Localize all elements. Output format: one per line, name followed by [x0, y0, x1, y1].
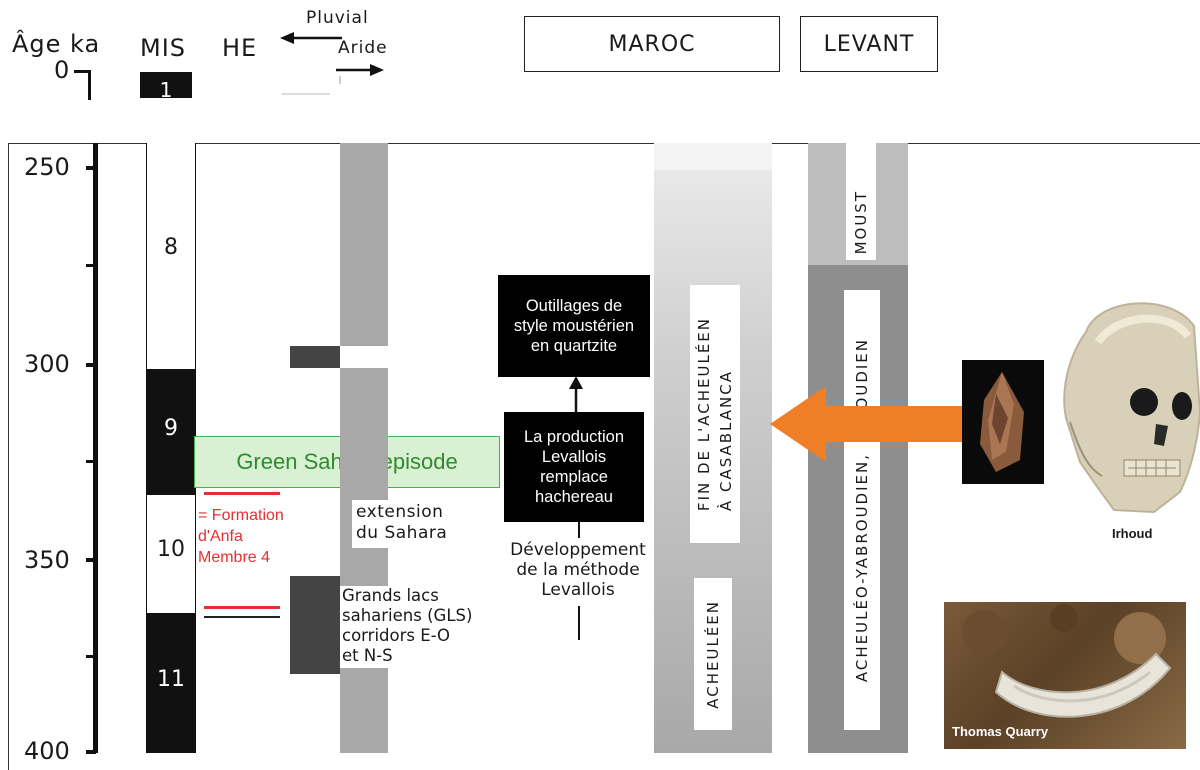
moust-panel: MOUST — [846, 143, 876, 260]
anfa-formation-line2: d'Anfa — [198, 528, 243, 545]
mis-stage-10-label: 10 — [157, 537, 185, 562]
arrow-right-icon — [336, 64, 384, 76]
mis-stage-9-label: 9 — [164, 416, 178, 441]
casablanca-label: À CASABLANCA — [717, 369, 735, 512]
anfa-top-marker — [204, 492, 280, 495]
levant-header-box: LEVANT — [800, 16, 938, 72]
fin-acheuleen-panel: FIN DE L'ACHEULÉEN À CASABLANCA — [690, 285, 740, 543]
mis-header: MIS — [140, 34, 187, 62]
grands-lacs-line3: corridors E-O — [342, 626, 451, 645]
outillages-mousteriens-box: Outillages de style moustérien en quartz… — [498, 275, 650, 377]
flint-point-icon — [980, 372, 1024, 472]
anfa-bottom-marker — [204, 606, 280, 609]
developpement-line2: de la méthode — [516, 560, 640, 580]
levallois-production-box: La production Levallois remplace hachere… — [504, 412, 644, 522]
acheuleo-yabroudien-label: ACHEULÉO-YABROUDIEN, — [853, 452, 871, 682]
levallois-line1: La production — [524, 428, 624, 446]
axis-top-stub — [88, 70, 91, 100]
outillages-line3: en quartzite — [530, 337, 618, 355]
maroc-bar-top-band — [654, 143, 772, 170]
axis-label-400: 400 — [24, 737, 70, 765]
mis-stage-8-bar — [146, 143, 196, 369]
axis-label-350: 350 — [24, 546, 70, 574]
header-rule — [282, 93, 330, 95]
arrow-left-icon — [280, 32, 342, 44]
arrow-left-icon — [770, 386, 976, 462]
acheuleo-yabroudien-panel: ACHEULÉO-YABROUDIEN, AMOUDIEN — [844, 290, 880, 730]
age-zero-label: 0 — [54, 56, 71, 84]
axis-tick-350 — [86, 558, 96, 562]
climate-pluvial-block-gls — [290, 576, 340, 674]
axis-minor-tick — [86, 264, 96, 267]
grands-lacs-line1: Grands lacs — [342, 586, 439, 605]
skull-eye-socket — [1130, 388, 1158, 416]
axis-tick-400 — [86, 750, 96, 754]
axis-minor-tick — [86, 460, 96, 463]
axis-label-250: 250 — [24, 153, 70, 181]
thomas-quarry-photo: Thomas Quarry — [944, 602, 1186, 749]
climate-pluvial-block-300 — [290, 346, 340, 368]
maroc-header-box: MAROC — [524, 16, 780, 72]
sahara-extension-label: extension du Sahara — [352, 500, 454, 548]
arrow-up-icon — [569, 376, 583, 413]
levant-header-label: LEVANT — [823, 31, 915, 57]
anfa-bottom-rule — [204, 616, 280, 618]
thomas-quarry-caption: Thomas Quarry — [952, 724, 1049, 739]
grands-lacs-line4: et N-S — [342, 646, 393, 665]
acheuleen-label: ACHEULÉEN — [704, 599, 722, 709]
flow-tail — [578, 606, 580, 640]
irhoud-skull-photo — [1063, 302, 1200, 514]
grands-lacs-line2: sahariens (GLS) — [342, 606, 473, 625]
axis-top-tick — [74, 70, 90, 73]
mis-stage-11-bar — [146, 613, 196, 753]
anfa-formation-line1: = Formation — [198, 507, 284, 524]
developpement-line1: Développement — [510, 540, 646, 560]
irhoud-caption: Irhoud — [1112, 526, 1153, 541]
sahara-extension-line1: extension — [356, 502, 444, 522]
he-header: HE — [222, 34, 258, 62]
flow-connector — [578, 522, 580, 538]
aride-label: Aride — [338, 38, 388, 58]
developpement-line3: Levallois — [541, 580, 615, 600]
pluvial-label: Pluvial — [306, 8, 369, 28]
levallois-point-photo — [962, 360, 1044, 484]
axis-minor-tick — [86, 655, 96, 658]
grands-lacs-label: Grands lacs sahariens (GLS) corridors E-… — [340, 586, 477, 668]
levallois-line3: remplace — [540, 468, 608, 486]
age-axis-line — [93, 143, 98, 753]
climate-arrows — [280, 32, 384, 84]
mis-stage-9-bar — [146, 369, 196, 495]
axis-label-300: 300 — [24, 350, 70, 378]
climate-bar-upper — [340, 143, 388, 346]
age-ka-header: Âge ka — [12, 30, 101, 58]
sahara-extension-line2: du Sahara — [356, 523, 448, 543]
axis-tick-250 — [86, 166, 96, 170]
outillages-line1: Outillages de — [525, 297, 623, 315]
mis-stage-10-bar — [146, 495, 196, 613]
axis-tick-300 — [86, 363, 96, 367]
fin-acheuleen-label: FIN DE L'ACHEULÉEN — [695, 316, 713, 512]
anfa-formation-line3: Membre 4 — [198, 549, 271, 566]
mandible-fossil-icon — [962, 604, 1172, 718]
mis-stage-1: 1 — [140, 72, 192, 98]
moust-label: MOUST — [852, 189, 870, 254]
mis-stage-8-label: 8 — [164, 235, 178, 260]
main-panel-frame — [8, 143, 1200, 770]
mis-stage-11-label: 11 — [157, 667, 185, 692]
outillages-line2: style moustérien — [513, 317, 635, 335]
acheuleen-panel: ACHEULÉEN — [694, 578, 732, 730]
levallois-line4: hachereau — [535, 488, 613, 506]
maroc-header-label: MAROC — [608, 31, 696, 57]
developpement-levallois-label: Développement de la méthode Levallois — [488, 540, 668, 600]
levallois-line2: Levallois — [541, 448, 607, 466]
